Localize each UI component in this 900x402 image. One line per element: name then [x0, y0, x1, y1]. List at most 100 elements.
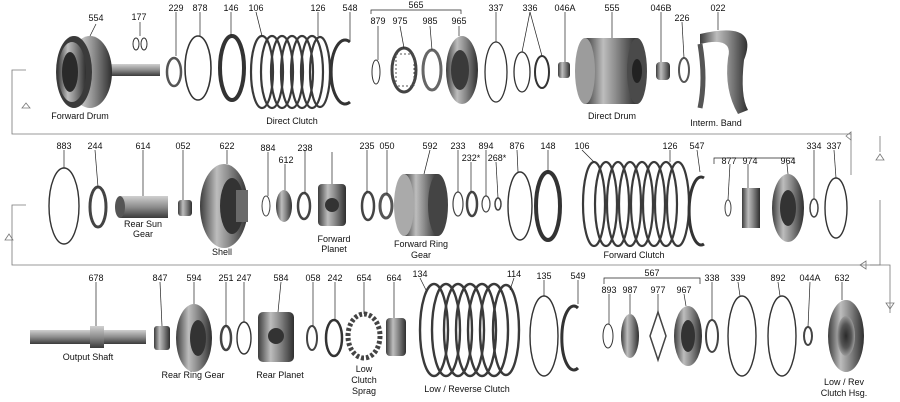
label-low-rev: Low / Rev [824, 377, 865, 387]
part-number-251: 251 [218, 273, 233, 283]
part-number-044a: 044A [799, 273, 820, 283]
part-number-126-b: 126 [662, 141, 677, 151]
rear-planet-part [258, 312, 294, 362]
part-number-592: 592 [422, 141, 437, 151]
part-number-884: 884 [260, 143, 275, 153]
label-forward-ring-gear: Gear [411, 250, 431, 260]
part-number-334: 334 [806, 141, 821, 151]
label-direct-clutch: Direct Clutch [266, 116, 318, 126]
rear-sun-gear-part [115, 196, 168, 218]
part-number-883: 883 [56, 141, 71, 151]
part-number-876: 876 [509, 141, 524, 151]
part-number-226: 226 [674, 13, 689, 23]
part-number-977: 977 [650, 285, 665, 295]
part-number-549: 549 [570, 271, 585, 281]
part-number-126: 126 [310, 3, 325, 13]
label-forward-ring: Forward Ring [394, 239, 448, 249]
part-number-232: 232* [462, 153, 481, 163]
forward-drum-part [56, 36, 160, 108]
part-number-058: 058 [305, 273, 320, 283]
label-rear-ring-gear: Rear Ring Gear [161, 370, 224, 380]
part-number-584: 584 [273, 273, 288, 283]
part-number-547: 547 [689, 141, 704, 151]
part-number-337-b: 337 [826, 141, 841, 151]
piston-part-967 [674, 306, 702, 366]
part-number-114: 114 [507, 269, 521, 279]
part-number-022: 022 [710, 3, 725, 13]
part-number-654: 654 [356, 273, 371, 283]
part-number-567: 567 [644, 268, 659, 278]
part-number-892: 892 [770, 273, 785, 283]
part-number-336: 336 [522, 3, 537, 13]
part-number-612: 612 [278, 155, 293, 165]
part-number-046b: 046B [650, 3, 671, 13]
part-number-247: 247 [236, 273, 251, 283]
part-number-134: 134 [412, 269, 427, 279]
part-number-548: 548 [342, 3, 357, 13]
part-number-985: 985 [422, 16, 437, 26]
label-shell: Shell [212, 247, 232, 257]
part-number-235: 235 [359, 141, 374, 151]
part-number-554: 554 [88, 13, 103, 23]
label-output-shaft: Output Shaft [63, 352, 114, 362]
label-direct-drum: Direct Drum [588, 111, 636, 121]
part-number-233: 233 [450, 141, 465, 151]
part-number-878: 878 [192, 3, 207, 13]
part-number-964: 964 [780, 156, 795, 166]
part-number-614: 614 [135, 141, 150, 151]
label-forward-planet: Planet [321, 244, 347, 254]
part-number-622: 622 [219, 141, 234, 151]
label-low: Low [356, 364, 373, 374]
part-number-555: 555 [604, 3, 619, 13]
part-number-238: 238 [297, 143, 312, 153]
low-clutch-sprag-part [345, 311, 383, 361]
part-number-339: 339 [730, 273, 745, 283]
part-number-565: 565 [408, 0, 423, 10]
part-number-268: 268* [488, 153, 507, 163]
piston-part [446, 36, 478, 104]
row3-parts [30, 282, 864, 378]
part-number-987: 987 [622, 285, 637, 295]
part-number-967: 967 [676, 285, 691, 295]
part-number-965: 965 [451, 16, 466, 26]
forward-planet-part [318, 184, 346, 226]
label-low-reverse-clutch: Low / Reverse Clutch [424, 384, 510, 394]
leader-lines [63, 9, 843, 328]
part-number-046a: 046A [554, 3, 575, 13]
label-forward-drum: Forward Drum [51, 111, 109, 121]
part-number-894: 894 [478, 141, 493, 151]
part-number-632: 632 [834, 273, 849, 283]
part-number-893: 893 [601, 285, 616, 295]
part-number-847: 847 [152, 273, 167, 283]
part-number-338: 338 [704, 273, 719, 283]
part-number-229: 229 [168, 3, 183, 13]
part-number-678: 678 [88, 273, 103, 283]
low-reverse-clutch-pack [418, 282, 521, 378]
part-number-052: 052 [175, 141, 190, 151]
label-clutch-hsg: Clutch Hsg. [821, 388, 868, 398]
label-rear-sun: Rear Sun [124, 219, 162, 229]
part-number-337: 337 [488, 3, 503, 13]
part-number-877: 877 [721, 156, 736, 166]
part-number-974: 974 [742, 156, 757, 166]
forward-ring-gear-part [394, 174, 448, 236]
part-number-148: 148 [540, 141, 555, 151]
part-number-975: 975 [392, 16, 407, 26]
spring-cage-part [390, 46, 418, 94]
label-rear-planet: Rear Planet [256, 370, 304, 380]
label-forward: Forward [317, 234, 350, 244]
part-number-242: 242 [327, 273, 342, 283]
label-rear-sun-gear: Gear [133, 229, 153, 239]
part-number-879: 879 [370, 16, 385, 26]
direct-clutch-pack [249, 34, 332, 110]
part-number-664: 664 [386, 273, 401, 283]
part-number-594: 594 [186, 273, 201, 283]
rear-ring-gear-part [176, 304, 212, 372]
direct-drum-part [575, 38, 647, 104]
shell-part [200, 164, 248, 248]
row1-parts [56, 30, 748, 115]
piston-part-964 [772, 174, 804, 242]
label-clutch: Clutch [351, 375, 377, 385]
